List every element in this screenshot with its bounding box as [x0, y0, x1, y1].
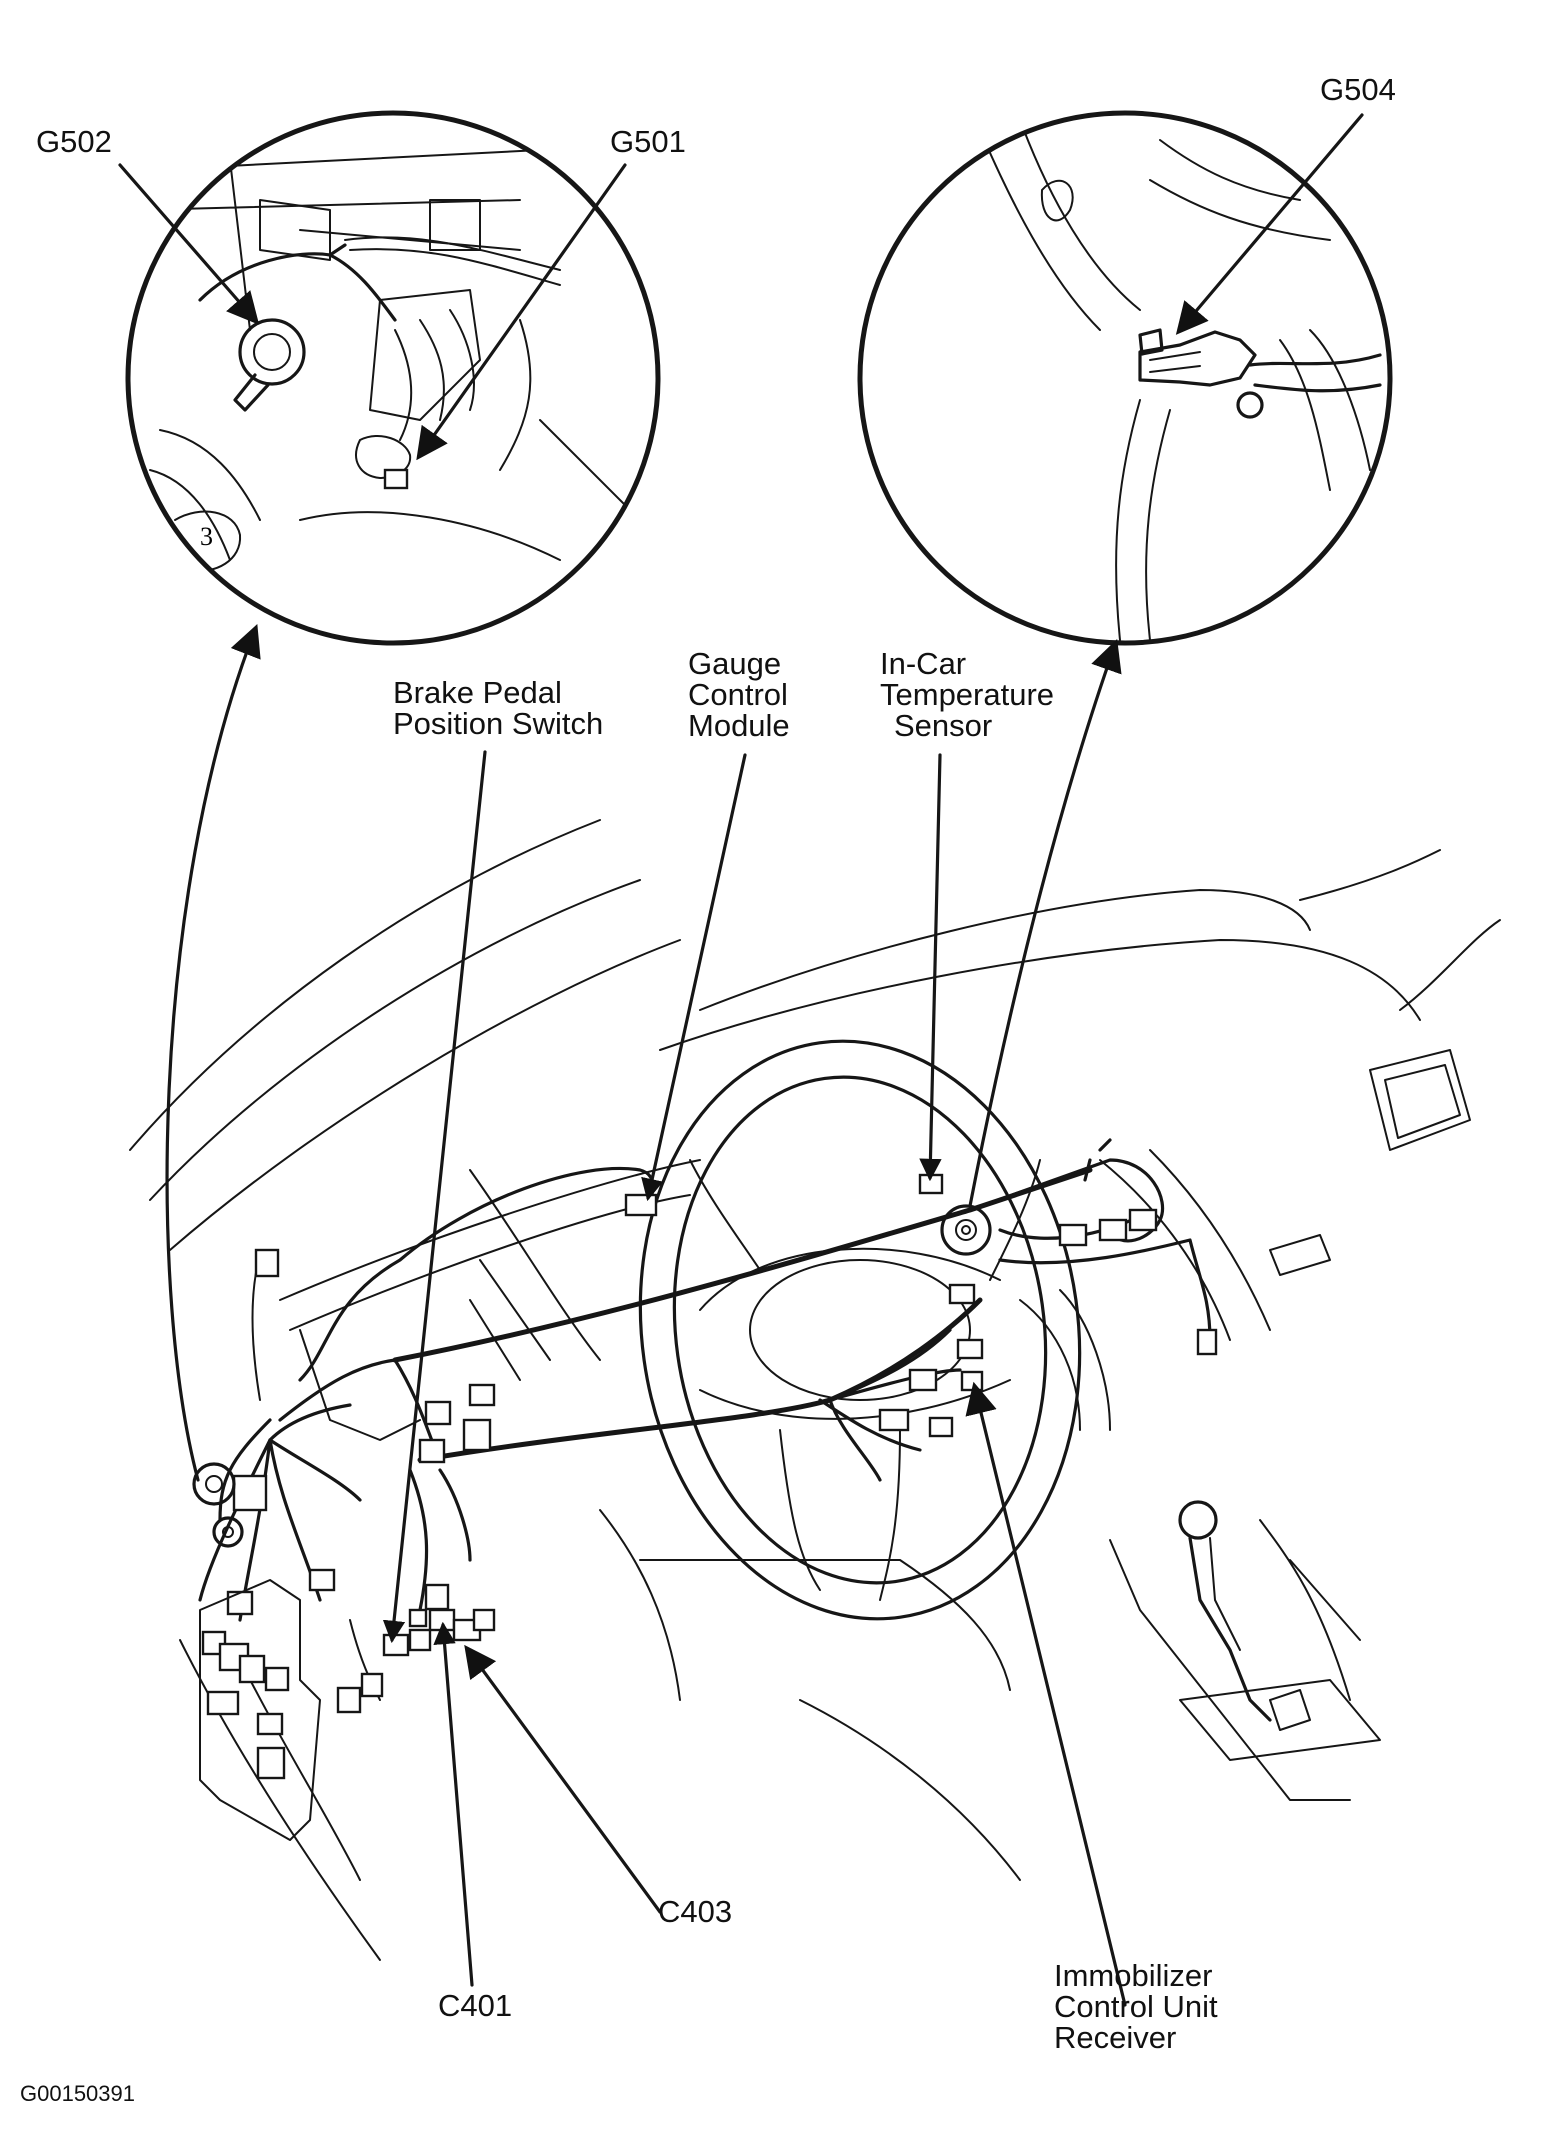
- label-c401: C401: [438, 1988, 513, 2023]
- connectors: [192, 1173, 1218, 1841]
- label-brake-pedal-position-switch: Brake Pedal Position Switch: [393, 675, 604, 741]
- detail-circle-g502-g501: 3: [125, 110, 661, 646]
- label-g504: G504: [1320, 72, 1396, 107]
- label-g501: G501: [610, 124, 686, 159]
- dashboard-line-art: [129, 819, 1501, 1961]
- label-gauge-control-module: Gauge Control Module: [688, 646, 790, 743]
- leader-immobilizer: [965, 1381, 1127, 2007]
- leader-brake-pedal-switch: [382, 750, 487, 1644]
- leader-arc-to-left-detail: [165, 624, 261, 1482]
- steering-wheel: [638, 1039, 1082, 1621]
- label-in-car-temperature-sensor: In-Car Temperature Sensor: [880, 646, 1055, 743]
- label-g502: G502: [36, 124, 112, 159]
- callout-leaders: [118, 113, 1364, 2007]
- label-immobilizer-control-unit-receiver: Immobilizer Control Unit Receiver: [1054, 1958, 1218, 2055]
- svg-text:3: 3: [200, 522, 213, 551]
- leader-c401: [433, 1621, 474, 1987]
- leader-g501: [416, 163, 627, 461]
- leader-arc-to-right-detail: [968, 638, 1122, 1208]
- figure-id: G00150391: [20, 2081, 135, 2106]
- leader-g504: [1175, 113, 1364, 335]
- leader-g502: [118, 163, 260, 325]
- detail-circle-g504: [857, 110, 1393, 646]
- leader-c403: [464, 1644, 662, 1914]
- leader-gauge-control-module: [641, 753, 747, 1202]
- leader-in-car-temperature-sensor: [919, 753, 942, 1182]
- label-c403: C403: [658, 1894, 733, 1929]
